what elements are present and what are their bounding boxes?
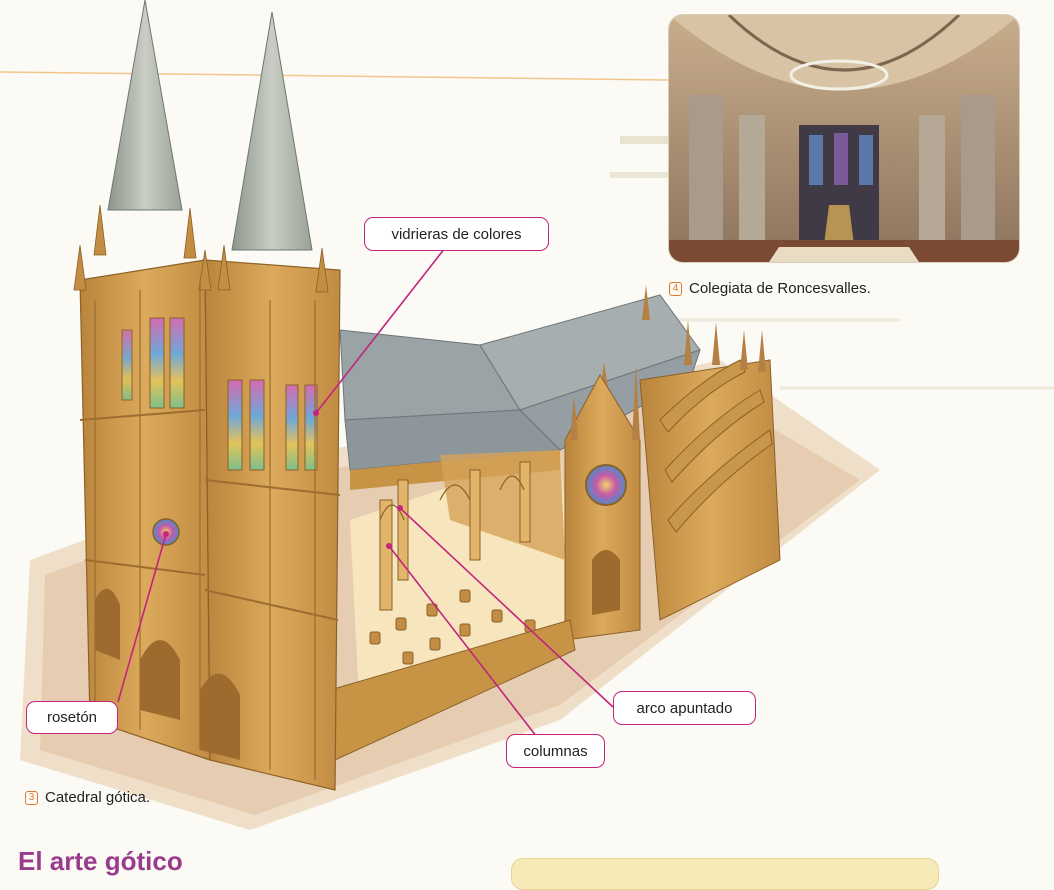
caption-fig4: 4 Colegiata de Roncesvalles. bbox=[669, 280, 871, 297]
callout-lines bbox=[117, 247, 614, 742]
label-roseton: rosetón bbox=[26, 701, 118, 734]
figure-number-4: 4 bbox=[669, 281, 682, 296]
gothic-cathedral-illustration bbox=[20, 0, 880, 830]
info-box bbox=[511, 858, 939, 890]
section-heading: El arte gótico bbox=[18, 846, 183, 876]
label-arco-apuntado: arco apuntado bbox=[613, 691, 756, 725]
figure-number-3: 3 bbox=[25, 790, 38, 805]
label-columnas: columnas bbox=[506, 734, 605, 768]
label-vidrieras-de-colores: vidrieras de colores bbox=[364, 217, 549, 251]
page-decoration bbox=[0, 71, 1054, 390]
caption-fig3: 3 Catedral gótica. bbox=[25, 789, 150, 806]
roncesvalles-interior-photo bbox=[669, 15, 1019, 262]
